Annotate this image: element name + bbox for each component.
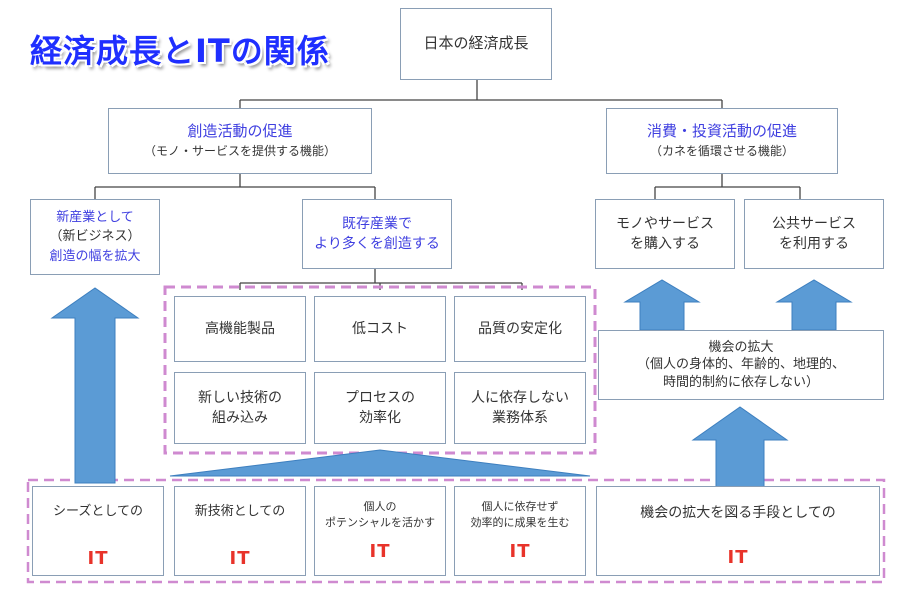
it-box-it-label: IT xyxy=(369,540,391,562)
node-existing-industry-line1: 既存産業で xyxy=(342,215,412,232)
it-box-it-label: IT xyxy=(229,547,251,569)
node-new-industry-line1: 新産業として xyxy=(56,209,134,225)
it-box-line1: 機会の拡大を図る手段としての xyxy=(640,505,836,521)
it-box-line2: 効率的に成果を生む xyxy=(470,515,570,529)
node-creative-activity: 創造活動の促進 （モノ・サービスを提供する機能） xyxy=(108,108,372,174)
it-box-line1: 新技術としての xyxy=(194,504,286,519)
node-consumption-investment: 消費・投資活動の促進 （カネを循環させる機能） xyxy=(606,108,838,174)
node-opportunity-line2: （個人の身体的、年齢的、地理的、 xyxy=(636,357,845,373)
node-purchase-line2: を購入する xyxy=(630,236,700,252)
it-box-line1: シーズとしての xyxy=(53,504,143,519)
arrow-up-buy xyxy=(623,279,701,331)
it-box-it-label: IT xyxy=(727,547,749,569)
node-public-service: 公共サービス を利用する xyxy=(744,199,884,269)
grid-cell-independent: 人に依存しない 業務体系 xyxy=(454,372,586,444)
node-public-service-line2: を利用する xyxy=(779,236,849,252)
node-new-industry-line2: （新ビジネス） xyxy=(49,229,141,245)
it-box-it-label: IT xyxy=(87,547,109,569)
node-public-service-line1: 公共サービス xyxy=(772,215,856,232)
node-consumption-investment-subtitle: （カネを循環させる機能） xyxy=(649,144,794,159)
grid-cell-line2: 組み込み xyxy=(212,410,268,426)
it-box-efficiency: 個人に依存せず 効率的に成果を生む IT xyxy=(454,486,586,576)
it-box-potential: 個人の ポテンシャルを活かす IT xyxy=(314,486,446,576)
node-new-industry: 新産業として （新ビジネス） 創造の幅を拡大 xyxy=(30,199,160,275)
it-box-it-label: IT xyxy=(509,540,531,562)
node-creative-activity-subtitle: （モノ・サービスを提供する機能） xyxy=(143,144,336,159)
it-box-new-tech: 新技術としての IT xyxy=(174,486,306,576)
arrow-up-public xyxy=(775,279,853,331)
diagram-title: 経済成長とITの関係 xyxy=(30,32,330,70)
grid-cell-line1: 高機能製品 xyxy=(205,320,275,337)
node-opportunity-expansion: 機会の拡大 （個人の身体的、年齢的、地理的、 時間的制約に依存しない） xyxy=(598,330,884,400)
it-box-seeds: シーズとしての IT xyxy=(32,486,164,576)
grid-cell-line2: 業務体系 xyxy=(492,410,548,426)
it-box-opportunity: 機会の拡大を図る手段としての IT xyxy=(596,486,880,576)
node-consumption-investment-title: 消費・投資活動の促進 xyxy=(646,122,797,141)
arrow-up-opportunity xyxy=(691,406,789,491)
arrow-fan-grid xyxy=(169,449,591,477)
node-existing-industry: 既存産業で より多くを創造する xyxy=(302,199,452,269)
grid-cell-low-cost: 低コスト xyxy=(314,296,446,362)
grid-cell-line1: プロセスの xyxy=(345,389,415,406)
grid-dashed-frame xyxy=(163,285,597,455)
node-purchase-line1: モノやサービス xyxy=(616,215,714,232)
arrow-up-left xyxy=(50,287,140,484)
node-new-industry-line3: 創造の幅を拡大 xyxy=(49,248,141,264)
node-japan-growth: 日本の経済成長 xyxy=(400,8,552,80)
it-box-line2: ポテンシャルを活かす xyxy=(325,515,435,529)
grid-cell-line1: 人に依存しない xyxy=(471,389,569,406)
grid-cell-new-tech: 新しい技術の 組み込み xyxy=(174,372,306,444)
bottom-dashed-frame xyxy=(26,478,886,584)
it-box-line1: 個人に依存せず xyxy=(481,500,559,513)
node-existing-industry-line2: より多くを創造する xyxy=(314,236,440,252)
grid-cell-line1: 低コスト xyxy=(352,320,408,337)
grid-cell-line1: 品質の安定化 xyxy=(478,320,562,337)
node-opportunity-line1: 機会の拡大 xyxy=(708,339,774,355)
node-japan-growth-label: 日本の経済成長 xyxy=(423,34,529,53)
grid-cell-line1: 新しい技術の xyxy=(198,389,282,406)
grid-cell-process: プロセスの 効率化 xyxy=(314,372,446,444)
grid-cell-high-function: 高機能製品 xyxy=(174,296,306,362)
grid-cell-line2: 効率化 xyxy=(359,410,401,426)
grid-cell-quality: 品質の安定化 xyxy=(454,296,586,362)
node-opportunity-line3: 時間的制約に依存しない） xyxy=(662,374,819,390)
node-purchase: モノやサービス を購入する xyxy=(595,199,735,269)
node-creative-activity-title: 創造活動の促進 xyxy=(187,122,293,141)
it-box-line1: 個人の xyxy=(363,500,397,513)
